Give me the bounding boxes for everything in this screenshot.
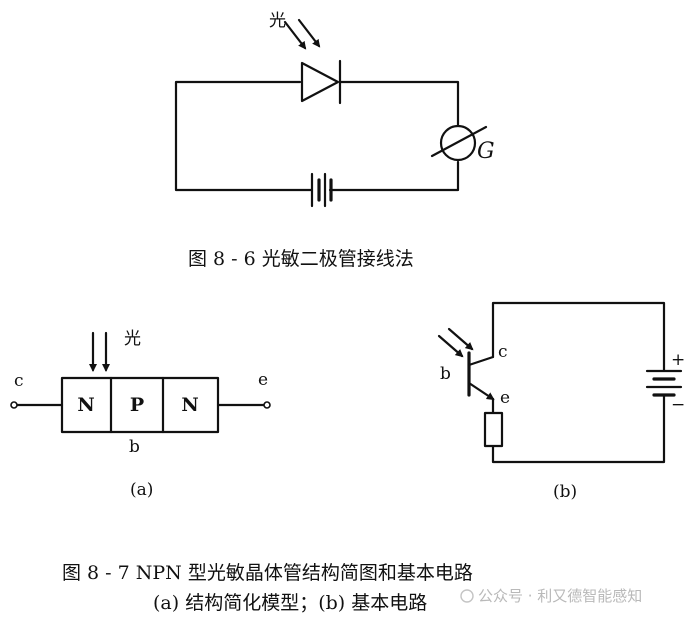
battery-minus-label: − xyxy=(671,395,685,415)
terminal-c-label: c xyxy=(498,342,508,362)
watermark-text: 公众号 · 利又德智能感知 xyxy=(478,587,642,605)
figure-8-6-caption: 图 8 - 6 光敏二极管接线法 xyxy=(188,248,414,270)
battery-symbol xyxy=(310,172,333,208)
circuit-wire xyxy=(174,80,314,192)
subfigure-b-label: (b) xyxy=(553,482,577,502)
region-n-left: N xyxy=(77,394,94,416)
phototransistor-structure-model: N P N 光 c e b xyxy=(10,329,271,457)
region-p: P xyxy=(130,394,144,416)
watermark: 公众号 · 利又德智能感知 xyxy=(460,587,642,605)
circuit-wire xyxy=(338,80,460,127)
photodiode-symbol xyxy=(300,59,342,105)
circuit-wire xyxy=(491,301,666,372)
terminal-b-label: b xyxy=(129,437,140,457)
terminal-e-label: e xyxy=(258,370,268,390)
photodiode-circuit: 光 G xyxy=(174,11,495,208)
phototransistor-symbol xyxy=(467,351,495,401)
circuit-wire xyxy=(491,394,666,464)
figure-8-7-caption-line1: 图 8 - 7 NPN 型光敏晶体管结构简图和基本电路 xyxy=(62,562,473,584)
terminal-e-label: e xyxy=(500,388,510,408)
semiconductor-block xyxy=(60,376,220,434)
battery-plus-label: + xyxy=(671,350,685,370)
phototransistor-basic-circuit: b c e + − xyxy=(437,301,685,464)
galvanometer-symbol xyxy=(430,124,488,162)
figure-8-7-caption-line2: (a) 结构简化模型；(b) 基本电路 xyxy=(153,592,427,614)
light-label: 光 xyxy=(124,329,141,349)
terminal-c-label: c xyxy=(14,371,24,391)
terminal-b-label: b xyxy=(440,364,451,384)
light-label: 光 xyxy=(269,11,286,31)
light-arrows xyxy=(437,327,474,358)
subfigure-a-label: (a) xyxy=(130,480,153,500)
battery-symbol xyxy=(645,369,683,397)
resistor-symbol xyxy=(483,411,504,448)
light-arrows xyxy=(283,18,321,50)
circuit-wire xyxy=(328,160,460,192)
light-arrows xyxy=(89,331,110,372)
wechat-icon xyxy=(460,589,474,603)
region-n-right: N xyxy=(181,394,198,416)
galvanometer-label: G xyxy=(477,139,495,164)
